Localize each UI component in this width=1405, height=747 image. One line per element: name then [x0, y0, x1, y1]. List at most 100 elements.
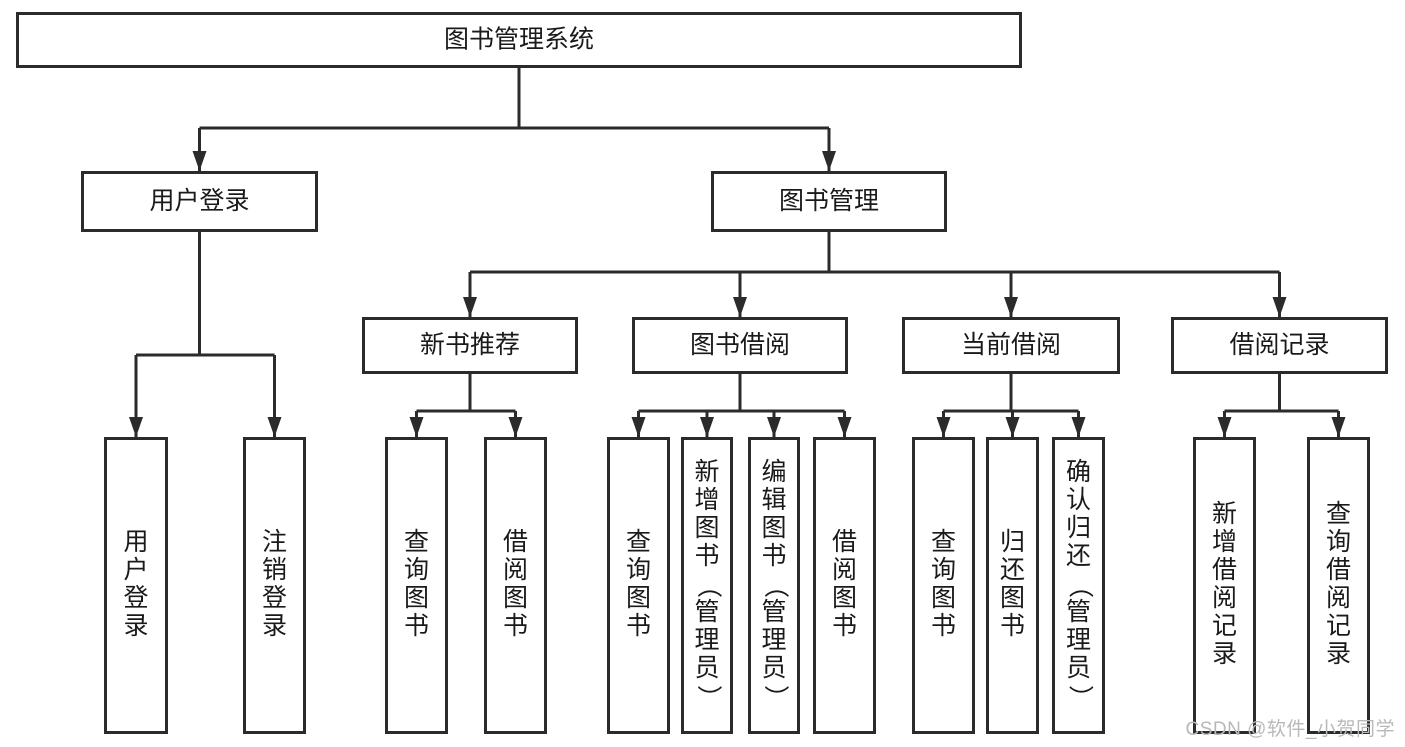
node-leaf-user-login-label-char: 登	[123, 584, 148, 612]
arrow-head-icon	[631, 417, 646, 437]
node-leaf-borrow-book-box	[813, 437, 876, 734]
arrow-head-icon	[1217, 417, 1232, 437]
arrow-head-icon	[1004, 297, 1018, 317]
watermark-label: CSDN @软件_小贺同学	[1185, 719, 1395, 740]
node-leaf-edit-book-label-char: （	[761, 573, 789, 598]
node-leaf-add-borrow-record-label-char: 阅	[1212, 584, 1237, 612]
node-leaf-query-book-current-label-char: 书	[931, 612, 956, 640]
node-leaf-query-book-borrow-label-char: 查	[626, 528, 651, 556]
node-leaf-query-book-borrow-label-char: 书	[626, 612, 651, 640]
node-user-login[interactable]: 用户登录	[81, 171, 318, 232]
node-user-login-label: 用户登录	[149, 187, 249, 215]
node-new-book-recommend[interactable]: 新书推荐	[362, 317, 578, 374]
node-leaf-user-logout-label-char: 登	[262, 584, 287, 612]
node-leaf-add-book-label-char: 图	[694, 514, 719, 542]
node-leaf-query-borrow-record-label-char: 询	[1326, 528, 1351, 556]
node-leaf-confirm-return-label-char: （	[1066, 573, 1094, 598]
node-root-box	[16, 12, 1022, 68]
node-leaf-edit-book-label-char: 编	[761, 458, 786, 486]
arrow-head-icon	[1005, 417, 1020, 437]
arrow-head-icon	[508, 417, 523, 437]
node-leaf-user-logout-box	[243, 437, 306, 734]
node-leaf-add-book-label-char: 管	[694, 598, 719, 626]
node-leaf-edit-book-label-char: 管	[761, 598, 786, 626]
node-leaf-query-book-recommend-label-char: 查	[404, 528, 429, 556]
node-leaf-edit-book-label-char: ）	[761, 685, 789, 710]
node-current-borrow-box	[902, 317, 1120, 374]
node-leaf-add-borrow-record-label-char: 借	[1212, 556, 1237, 584]
node-leaf-edit-book-box	[748, 437, 800, 734]
node-book-borrow[interactable]: 图书借阅	[632, 317, 848, 374]
node-leaf-return-book-box	[986, 437, 1039, 734]
node-leaf-query-book-borrow-label-char: 询	[626, 556, 651, 584]
node-leaf-query-book-current-label-char: 询	[931, 556, 956, 584]
node-leaf-query-borrow-record-label-char: 阅	[1326, 584, 1351, 612]
node-leaf-borrow-book-recommend-label-char: 书	[503, 612, 528, 640]
node-leaf-confirm-return-label-char: 还	[1066, 542, 1091, 570]
node-leaf-edit-book-label-char: 理	[761, 626, 786, 654]
node-leaf-query-borrow-record-label-char: 记	[1326, 612, 1351, 640]
node-leaf-query-book-current-box	[912, 437, 975, 734]
connector-layer	[129, 68, 1346, 437]
node-leaf-user-login[interactable]: 用户登录	[104, 437, 168, 734]
node-leaf-borrow-book-label-char: 借	[832, 528, 857, 556]
node-leaf-add-borrow-record-label-char: 录	[1212, 640, 1237, 668]
node-leaf-add-borrow-record-box	[1193, 437, 1256, 734]
node-leaf-user-logout-label-char: 销	[262, 556, 287, 584]
arrow-head-icon	[192, 151, 207, 171]
node-leaf-query-book-borrow-label-char: 图	[626, 584, 651, 612]
node-borrow-record[interactable]: 借阅记录	[1171, 317, 1388, 374]
node-leaf-query-book-borrow-box	[607, 437, 670, 734]
node-book-management-box	[711, 171, 947, 232]
node-current-borrow[interactable]: 当前借阅	[902, 317, 1120, 374]
node-leaf-query-borrow-record-label-char: 查	[1326, 500, 1351, 528]
arrow-head-icon	[936, 417, 951, 437]
node-leaf-query-book-recommend-box	[385, 437, 448, 734]
node-book-borrow-box	[632, 317, 848, 374]
node-leaf-user-logout-label-char: 注	[262, 528, 287, 556]
node-new-book-recommend-box	[362, 317, 578, 374]
node-leaf-add-book-label-char: 理	[694, 626, 719, 654]
node-root[interactable]: 图书管理系统	[16, 12, 1022, 68]
node-leaf-add-book-label-char: 员	[694, 654, 719, 682]
node-leaf-confirm-return-label-char: 确	[1066, 458, 1091, 486]
node-book-management[interactable]: 图书管理	[711, 171, 947, 232]
node-current-borrow-label: 当前借阅	[961, 331, 1061, 359]
node-leaf-user-login-box	[104, 437, 168, 734]
arrow-head-icon	[463, 297, 477, 317]
node-root-label: 图书管理系统	[444, 26, 594, 54]
node-leaf-query-borrow-record-label-char: 借	[1326, 556, 1351, 584]
node-leaf-add-book-label-char: 增	[694, 486, 719, 514]
node-leaf-user-login-label-char: 户	[123, 556, 148, 584]
arrow-head-icon	[409, 417, 424, 437]
node-leaf-query-borrow-record-label-char: 录	[1326, 640, 1351, 668]
node-leaf-query-borrow-record-box	[1307, 437, 1370, 734]
node-leaf-return-book-label-char: 书	[1000, 612, 1025, 640]
arrow-head-icon	[700, 417, 714, 437]
arrow-head-icon	[1272, 297, 1287, 317]
node-book-borrow-label: 图书借阅	[690, 331, 790, 359]
node-leaf-add-borrow-record-label-char: 增	[1212, 528, 1237, 556]
arrow-head-icon	[822, 151, 836, 171]
node-leaf-query-book-recommend-label-char: 询	[404, 556, 429, 584]
node-leaf-query-book-recommend-label-char: 图	[404, 584, 429, 612]
node-borrow-record-label: 借阅记录	[1229, 331, 1329, 359]
node-leaf-edit-book-label-char: 图	[761, 514, 786, 542]
node-leaf-confirm-return-label-char: 认	[1066, 486, 1091, 514]
node-leaf-return-book-label-char: 归	[1000, 528, 1025, 556]
arrow-head-icon	[733, 297, 747, 317]
